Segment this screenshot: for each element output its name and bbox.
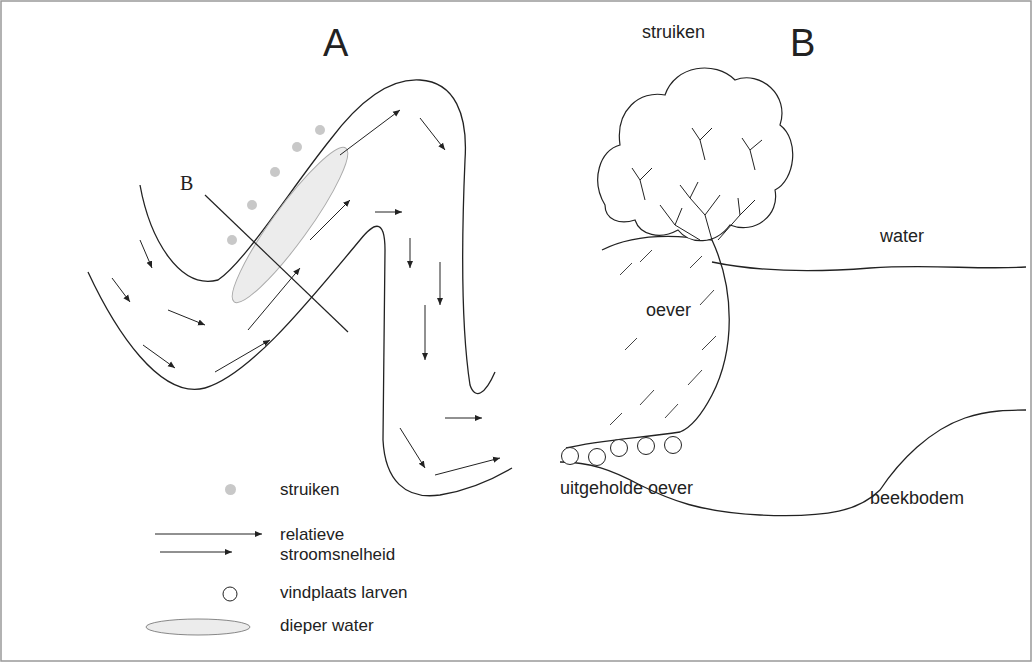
part-label: oever (646, 300, 691, 321)
legend-text: vindplaats larven (280, 583, 408, 603)
panel-letter: A (323, 22, 348, 66)
shrub (598, 68, 793, 241)
section-line (205, 195, 348, 332)
stream-banks (88, 80, 512, 496)
legend-text: relatieve stroomsnelheid (280, 525, 410, 564)
flow-arrows (112, 110, 500, 475)
cross-section (560, 236, 1026, 515)
panel-letter: B (790, 22, 815, 66)
larvae-sites (562, 437, 682, 466)
legend-text: struiken (280, 480, 340, 500)
shrub-dots (227, 125, 325, 245)
shrub-branches (632, 128, 762, 240)
part-label: beekbodem (870, 488, 964, 509)
deep-water (220, 138, 361, 313)
part-label: uitgeholde oever (560, 478, 693, 499)
part-label: water (880, 226, 924, 247)
section-label: B (180, 172, 193, 195)
bank-hatching (610, 250, 716, 425)
legend-text: dieper water (280, 616, 374, 636)
legend-swatch (225, 484, 236, 495)
legend-samples (146, 534, 262, 635)
part-label: struiken (642, 22, 705, 43)
